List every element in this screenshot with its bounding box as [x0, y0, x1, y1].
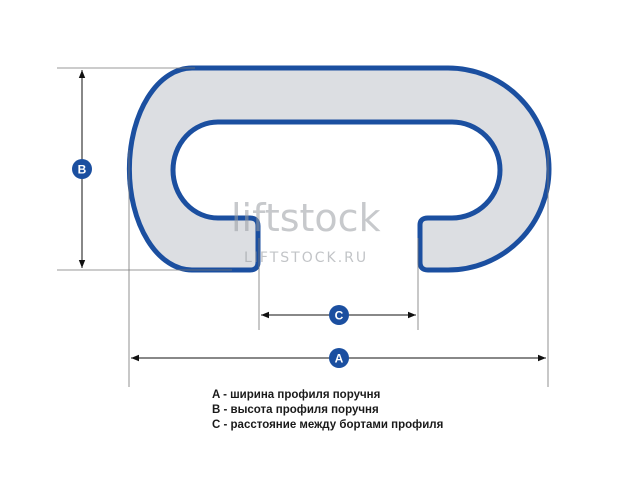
handrail-profile-shape [126, 65, 552, 273]
legend-item-b: B - высота профиля поручня [212, 404, 379, 416]
badge-c: C [329, 305, 349, 325]
badge-a-label: A [335, 352, 344, 366]
badge-a: A [329, 348, 349, 368]
watermark-site: LIFTSTOCK.RU [244, 250, 368, 266]
legend: A - ширина профиля поручня B - высота пр… [212, 388, 443, 433]
legend-item-a: A - ширина профиля поручня [212, 389, 381, 401]
legend-item-c: C - расстояние между бортами профиля [212, 419, 444, 431]
badge-c-label: C [335, 309, 344, 323]
extension-lines [57, 67, 549, 387]
badge-b: B [72, 159, 92, 179]
watermark-brand: liftstock [231, 196, 381, 240]
badge-b-label: B [78, 163, 87, 177]
